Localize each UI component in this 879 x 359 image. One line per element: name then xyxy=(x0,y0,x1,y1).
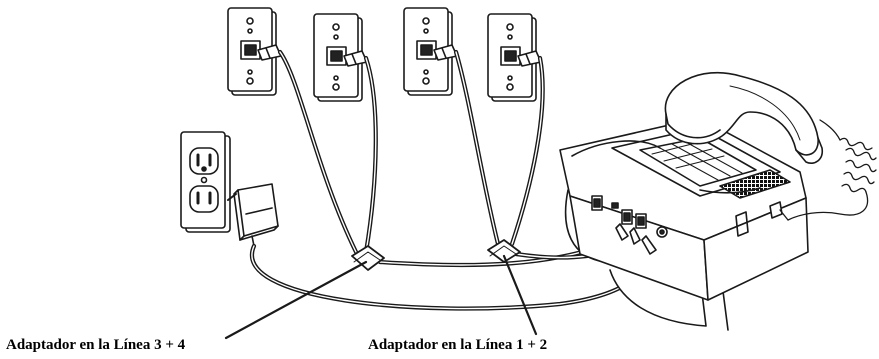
splitter-line-3-4 xyxy=(351,245,385,271)
callout-adapter-line-1-2: Adaptador en la Línea 1 + 2 xyxy=(368,337,548,353)
coiled-cord xyxy=(779,119,877,221)
wall-jack-4 xyxy=(487,13,542,102)
telephone-base xyxy=(559,117,809,331)
callout-adapter-line-3-4: Adaptador en la Línea 3 + 4 xyxy=(6,337,186,353)
handset xyxy=(664,71,824,164)
leader-line-3-4 xyxy=(224,260,368,340)
wall-jack-1 xyxy=(227,7,282,96)
power-adapter xyxy=(227,183,279,247)
splitter-line-1-2 xyxy=(487,239,521,263)
wall-jack-3 xyxy=(403,7,458,96)
power-outlet xyxy=(180,131,231,233)
leader-line-1-2 xyxy=(502,254,538,336)
wall-jack-2 xyxy=(313,13,368,102)
callout-leaders xyxy=(224,254,538,340)
